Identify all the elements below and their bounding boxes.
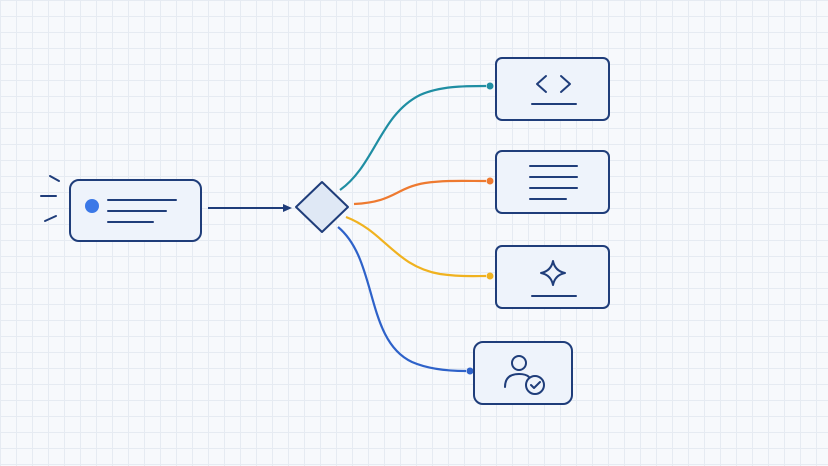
edge-line [339, 84, 487, 191]
message-lines-icon [107, 199, 177, 223]
edge-line [337, 226, 467, 373]
text-lines-icon [529, 165, 578, 200]
output-card-code[interactable] [495, 57, 610, 121]
edge-trigger-router [208, 204, 292, 212]
edges [208, 82, 494, 375]
arrow-head-icon [283, 204, 292, 212]
card-frame [495, 57, 610, 121]
user-check-icon [504, 355, 545, 395]
output-card-human[interactable] [473, 341, 573, 405]
signal-rays-icon [40, 175, 60, 222]
card-frame [473, 341, 573, 405]
edge-endpoint-dot [486, 82, 494, 90]
sparkle-icon [540, 260, 566, 286]
edge-endpoint-dot [486, 272, 494, 280]
edge-endpoint-dot [466, 367, 474, 375]
edge-router-code [339, 82, 494, 191]
output-card-ai[interactable] [495, 245, 610, 309]
diamond-icon [295, 181, 349, 233]
edge-router-text [353, 177, 494, 206]
edge-line [345, 215, 487, 278]
output-card-text[interactable] [495, 150, 610, 214]
code-brackets-icon [536, 75, 571, 93]
trigger-node[interactable] [40, 175, 202, 242]
card-frame [495, 150, 610, 214]
router-diamond-node[interactable] [295, 181, 349, 233]
edge-router-ai [345, 215, 494, 280]
card-frame [495, 245, 610, 309]
edge-endpoint-dot [486, 177, 494, 185]
edge-router-human [337, 226, 474, 375]
status-dot-icon [85, 199, 99, 213]
edge-line [353, 179, 487, 206]
